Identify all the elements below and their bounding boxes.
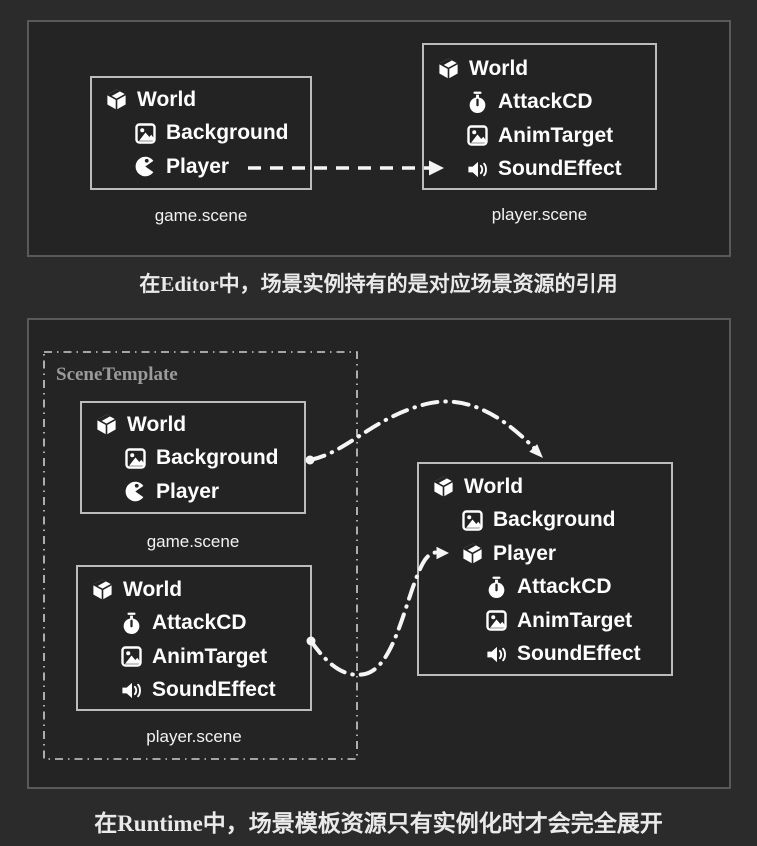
- pacman-icon: [134, 155, 157, 178]
- tree-node-player: Player: [92, 150, 310, 184]
- image-icon: [485, 609, 508, 632]
- image-icon: [466, 124, 489, 147]
- tree-node-label: AttackCD: [517, 575, 612, 599]
- speaker-icon: [120, 679, 143, 702]
- cube-icon: [91, 578, 114, 601]
- image-icon: [120, 645, 143, 668]
- tree-node-label: World: [137, 87, 197, 111]
- cube-icon: [461, 542, 484, 565]
- runtime-player-scene-caption: player.scene: [146, 727, 242, 746]
- editor-caption: 在Editor中，场景实例持有的是对应场景资源的引用: [139, 272, 618, 296]
- tree-node-label: SoundEffect: [517, 642, 641, 666]
- tree-node-label: World: [127, 412, 187, 436]
- tree-node-background: Background: [92, 117, 310, 151]
- tree-node-label: AnimTarget: [152, 644, 268, 668]
- tree-node-label: AttackCD: [498, 90, 593, 114]
- runtime-caption: 在Runtime中，场景模板资源只有实例化时才会完全展开: [94, 811, 663, 836]
- tree-node-player: Player: [419, 537, 671, 571]
- tree-node-animtarget: AnimTarget: [424, 119, 655, 153]
- tree-node-label: World: [464, 474, 524, 498]
- tree-node-label: Player: [156, 479, 220, 503]
- cube-icon: [105, 88, 128, 111]
- tree-node-world: World: [78, 573, 310, 607]
- tree-node-soundeffect: SoundEffect: [78, 674, 310, 708]
- tree-node-label: Player: [166, 154, 230, 178]
- tree-node-world: World: [82, 408, 304, 442]
- tree-node-attackcd: AttackCD: [424, 86, 655, 120]
- pacman-icon: [124, 480, 147, 503]
- tree-node-world: World: [424, 52, 655, 86]
- tree-node-attackcd: AttackCD: [419, 571, 671, 605]
- image-icon: [124, 447, 147, 470]
- tree-node-player: Player: [82, 475, 304, 509]
- tree-node-label: Background: [166, 121, 289, 145]
- speaker-icon: [485, 643, 508, 666]
- tree-node-background: Background: [419, 504, 671, 538]
- tree-node-label: AnimTarget: [498, 123, 614, 147]
- tree-node-soundeffect: SoundEffect: [419, 638, 671, 672]
- runtime-game-scene-caption: game.scene: [146, 532, 240, 551]
- cube-icon: [437, 57, 460, 80]
- stopwatch-icon: [466, 91, 489, 114]
- tree-node-world: World: [92, 83, 310, 117]
- editor-player-scene-caption: player.scene: [491, 205, 588, 224]
- image-icon: [134, 122, 157, 145]
- stopwatch-icon: [120, 612, 143, 635]
- tree-node-label: World: [123, 577, 183, 601]
- scene-template-label: SceneTemplate: [56, 364, 178, 385]
- tree-node-label: SoundEffect: [498, 157, 622, 181]
- cube-icon: [95, 413, 118, 436]
- tree-node-label: AnimTarget: [517, 608, 633, 632]
- tree-node-background: Background: [82, 442, 304, 476]
- tree-node-label: World: [469, 56, 529, 80]
- tree-node-label: Player: [493, 541, 557, 565]
- speaker-icon: [466, 158, 489, 181]
- tree-node-label: SoundEffect: [152, 678, 276, 702]
- tree-node-label: Background: [493, 508, 616, 532]
- cube-icon: [432, 475, 455, 498]
- editor-game-scene-caption: game.scene: [154, 206, 248, 225]
- stopwatch-icon: [485, 576, 508, 599]
- tree-node-animtarget: AnimTarget: [419, 604, 671, 638]
- tree-node-attackcd: AttackCD: [78, 607, 310, 641]
- tree-node-label: Background: [156, 446, 279, 470]
- tree-node-soundeffect: SoundEffect: [424, 153, 655, 187]
- tree-node-label: AttackCD: [152, 611, 247, 635]
- image-icon: [461, 509, 484, 532]
- tree-node-animtarget: AnimTarget: [78, 640, 310, 674]
- tree-node-world: World: [419, 470, 671, 504]
